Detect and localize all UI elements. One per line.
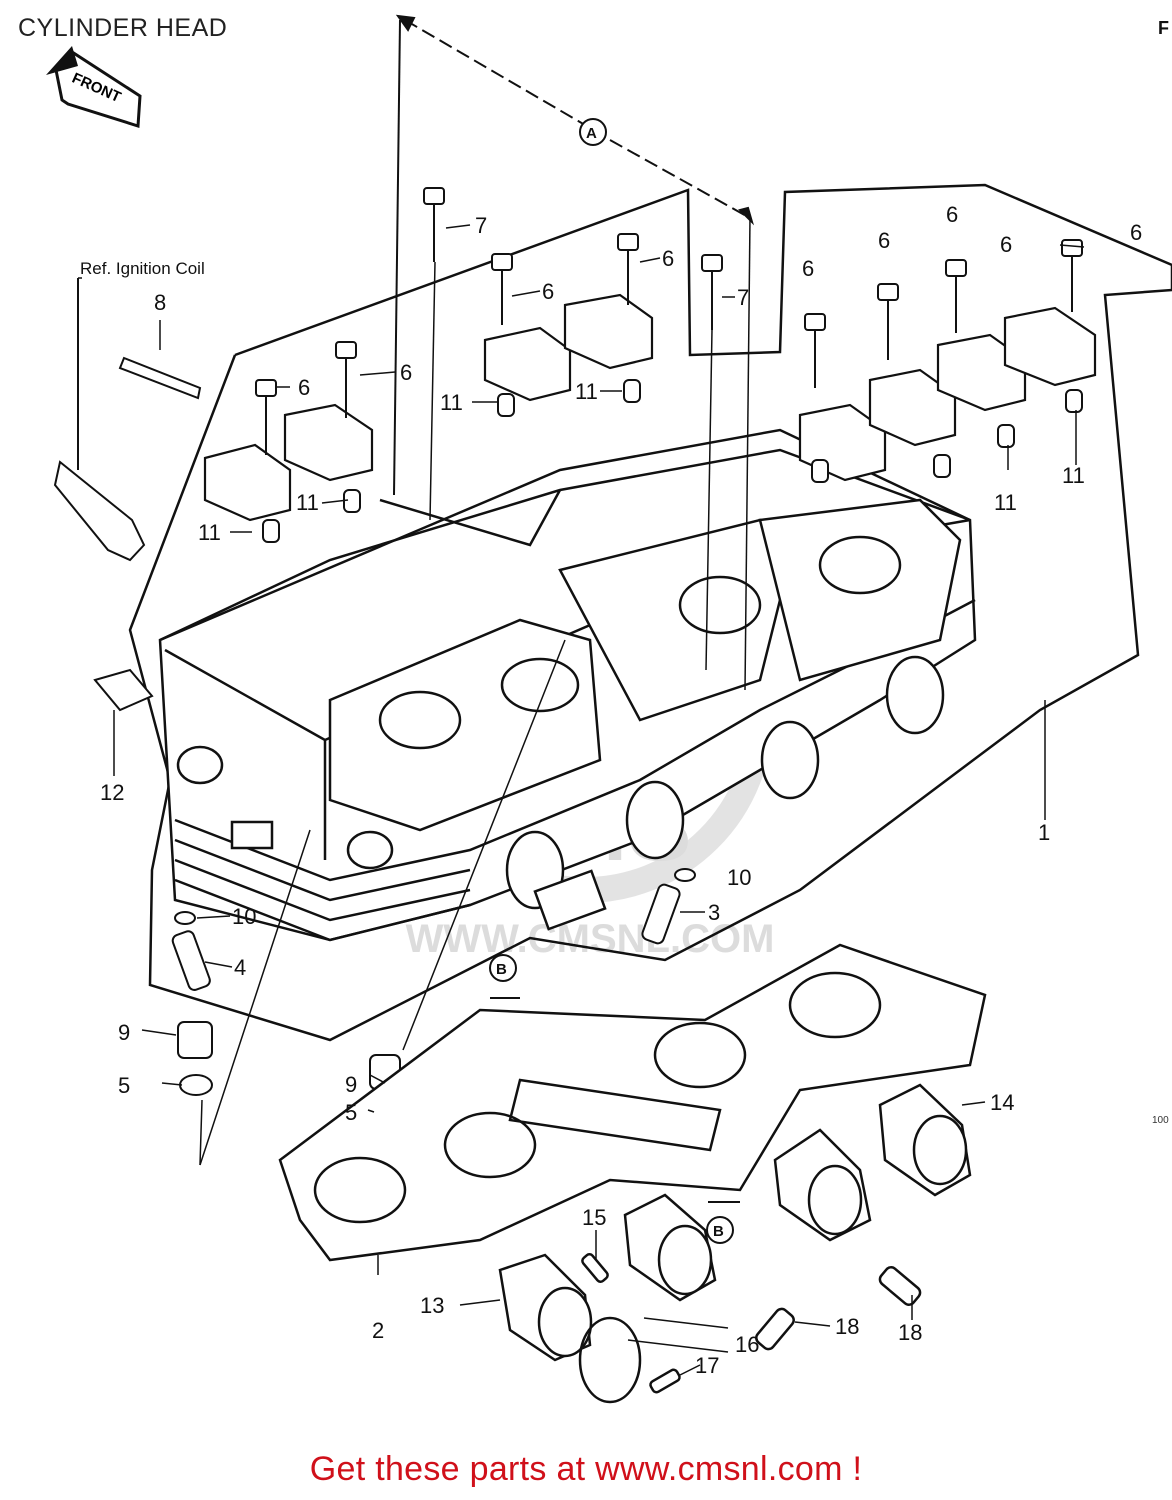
callout-6c: 6: [542, 279, 554, 304]
callout-6a: 6: [298, 375, 310, 400]
spark-plug-icon: [53, 278, 146, 562]
callout-11b: 11: [296, 490, 319, 515]
callout-6d: 6: [662, 246, 674, 271]
reference-note: Ref. Ignition Coil: [80, 259, 205, 278]
callout-4: 4: [234, 955, 246, 980]
dowel-pins: [262, 379, 1083, 543]
callout-2: 2: [372, 1318, 384, 1343]
callout-6g: 6: [946, 202, 958, 227]
scan-code: 100: [1152, 1115, 1169, 1126]
callout-7b: 7: [737, 285, 749, 310]
bolts: [255, 187, 1083, 455]
callout-15: 15: [582, 1205, 606, 1230]
plug-cap-icon: [93, 668, 154, 712]
section-mark-a: A: [586, 125, 597, 142]
corner-mark: F: [1158, 18, 1169, 38]
callout-18a: 18: [835, 1314, 859, 1339]
callout-6b: 6: [400, 360, 412, 385]
watermark-url: WWW.CMSNL.COM: [406, 917, 775, 961]
footer-text: Get these parts at www.cmsnl.com !: [309, 1450, 863, 1488]
cylinder-head: [158, 428, 977, 942]
callout-11d: 11: [575, 379, 598, 404]
callout-9b: 9: [345, 1072, 357, 1097]
callout-11f: 11: [1062, 463, 1085, 488]
front-arrow-icon: FRONT: [46, 46, 142, 129]
callout-18b: 18: [898, 1320, 922, 1345]
footer-link[interactable]: Get these parts at www.cmsnl.com !: [0, 1450, 1172, 1489]
callout-16: 16: [735, 1332, 759, 1357]
section-a-guide: [393, 14, 755, 496]
callout-11e: 11: [994, 490, 1017, 515]
callout-12: 12: [100, 780, 124, 805]
callout-14: 14: [990, 1090, 1014, 1115]
small-parts: [171, 868, 696, 1122]
head-gasket: [278, 943, 987, 1262]
camshaft-caps: [203, 293, 1097, 522]
leader-lines: [78, 217, 1085, 1376]
head-group-frame: [128, 183, 1172, 1042]
callout-labels: 1 2 3 4 5 5 6 6 6 6 6 6 6 6 6 7 7 8 9 9 …: [100, 202, 1142, 1378]
callout-1: 1: [1038, 820, 1050, 845]
callout-9a: 9: [118, 1020, 130, 1045]
callout-10a: 10: [232, 904, 256, 929]
section-mark-b-top: B: [496, 961, 507, 978]
callout-6f: 6: [878, 228, 890, 253]
callout-11a: 11: [198, 520, 221, 545]
exploded-view-diagram: CMS WWW.CMSNL.COM FRONT A: [46, 14, 1172, 1404]
callout-5b: 5: [345, 1100, 357, 1125]
callout-11c: 11: [440, 390, 463, 415]
callout-13: 13: [420, 1293, 444, 1318]
callout-6h: 6: [1000, 232, 1012, 257]
carburetor-holders: [498, 1083, 972, 1404]
page-title: CYLINDER HEAD: [18, 14, 228, 42]
callout-8: 8: [154, 290, 166, 315]
stud-icon: [118, 356, 202, 400]
callout-17: 17: [695, 1353, 719, 1378]
callout-7a: 7: [475, 213, 487, 238]
callout-5a: 5: [118, 1073, 130, 1098]
callout-6e: 6: [802, 256, 814, 281]
callout-6i: 6: [1130, 220, 1142, 245]
callout-3: 3: [708, 900, 720, 925]
callout-10b: 10: [727, 865, 751, 890]
section-mark-b-bottom: B: [713, 1223, 724, 1240]
section-b-guide: [489, 954, 740, 1244]
